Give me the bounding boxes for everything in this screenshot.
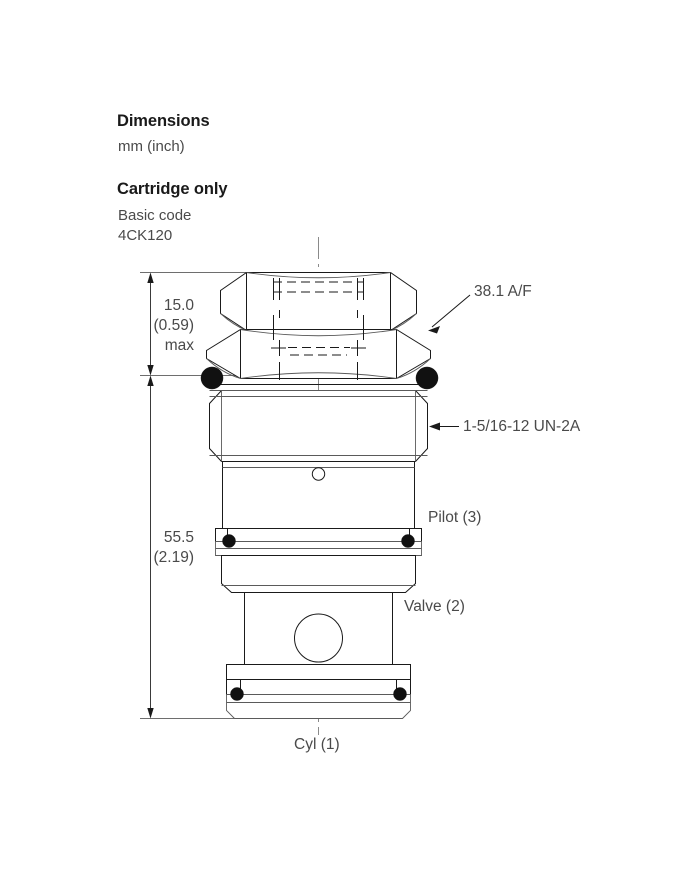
oring-pilot-pair: [222, 534, 415, 548]
basic-code-value: 4CK120: [118, 227, 173, 244]
internal-hex-socket-detail: [271, 278, 366, 380]
dim-15-mm: 15.0: [163, 297, 194, 314]
leader-thread-spec: [429, 422, 459, 431]
page-title: Dimensions: [117, 112, 210, 130]
lower-hex-nut: [206, 329, 431, 379]
threaded-body: [209, 385, 428, 462]
callout-across-flats: 38.1 A/F: [474, 283, 532, 300]
callout-port-cyl: Cyl (1): [294, 736, 340, 753]
callout-thread-spec: 1-5/16-12 UN-2A: [463, 418, 581, 435]
cyl-flange: [226, 664, 411, 719]
callout-port-pilot: Pilot (3): [428, 509, 482, 526]
dim-15-qualifier: max: [164, 337, 194, 354]
dimension-line-overall-height: [147, 375, 154, 719]
leader-across-flats: [428, 294, 471, 334]
units-label: mm (inch): [118, 138, 185, 155]
oring-cyl-pair: [230, 687, 407, 701]
dim-555-mm: 55.5: [163, 529, 194, 546]
callout-port-valve: Valve (2): [404, 598, 465, 615]
dimension-line-hex-height: [147, 272, 154, 376]
basic-code-label: Basic code: [118, 207, 192, 224]
pilot-collar: [215, 528, 422, 556]
dimension-text-hex-height: 15.0 (0.59) max: [128, 296, 195, 356]
dim-555-inch: (2.19): [153, 549, 195, 566]
valve-section: [244, 592, 393, 674]
dim-15-inch: (0.59): [153, 317, 195, 334]
dimension-text-overall-height: 55.5 (2.19): [128, 528, 195, 568]
section-title: Cartridge only: [117, 180, 228, 198]
mid-body: [222, 461, 415, 529]
tapered-shoulder: [221, 555, 416, 593]
oring-upper-pair: [200, 366, 439, 390]
